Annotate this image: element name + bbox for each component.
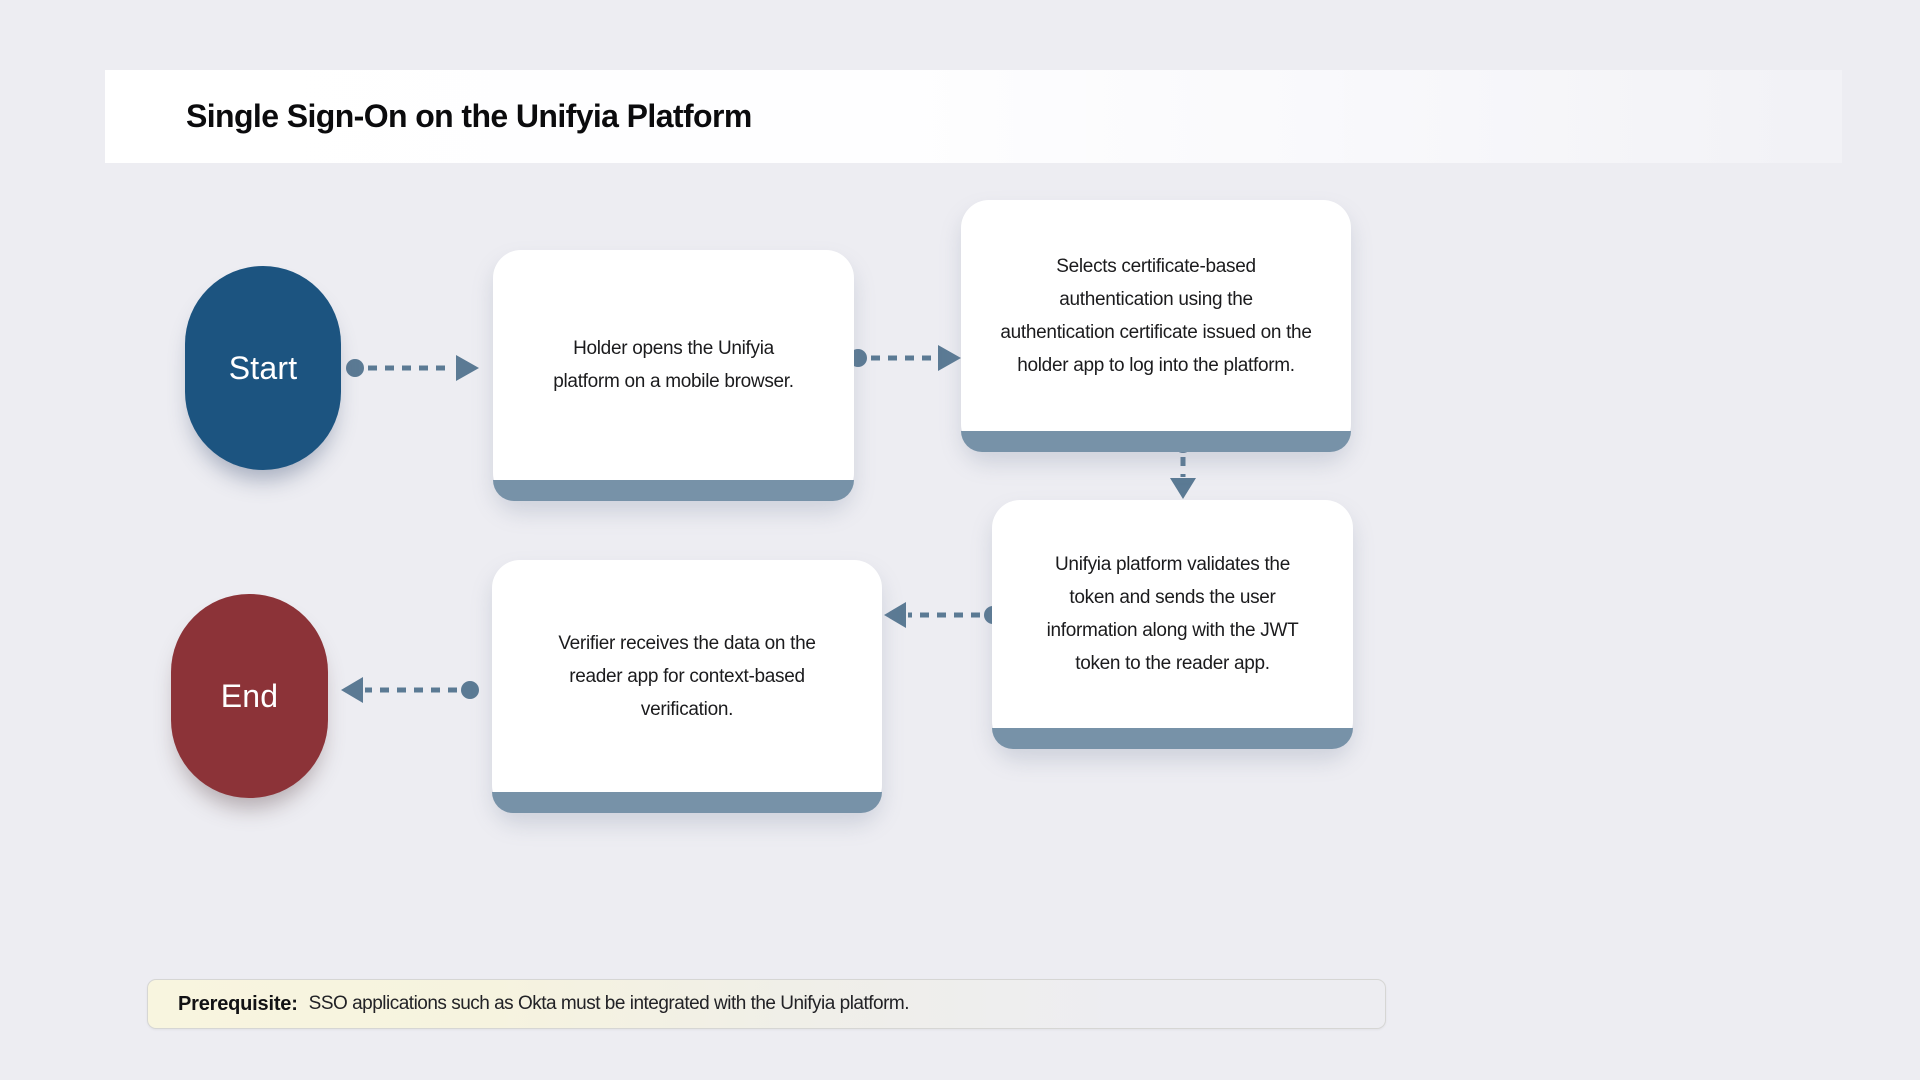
arrow-left-icon xyxy=(884,602,906,628)
step-card-1: Holder opens the Unifyia platform on a m… xyxy=(493,250,854,501)
card-footer-bar xyxy=(492,792,882,813)
card-footer-bar xyxy=(961,431,1351,452)
start-node-label: Start xyxy=(228,349,298,386)
step-text-line: platform on a mobile browser. xyxy=(553,371,794,392)
step-text-line: holder app to log into the platform. xyxy=(1017,354,1295,376)
prerequisite-note: Prerequisite: SSO applications such as O… xyxy=(147,979,1386,1029)
step-card-2: Selects certificate-based authentication… xyxy=(961,200,1351,452)
end-node-label: End xyxy=(220,677,279,714)
end-node: End xyxy=(171,594,328,798)
connector-step3-to-step4 xyxy=(884,602,1002,628)
card-footer-bar xyxy=(992,728,1353,749)
arrow-right-icon xyxy=(938,345,961,371)
step-text-line: verification. xyxy=(640,698,734,720)
step-text-line: Verifier receives the data on the xyxy=(558,632,816,654)
header-banner: Single Sign-On on the Unifyia Platform xyxy=(105,70,1842,163)
step-text-line: reader app for context-based xyxy=(569,665,805,687)
step-text-line: Selects certificate-based xyxy=(1056,255,1256,277)
card-footer-bar xyxy=(493,480,854,501)
step-text-line: authentication certificate issued on the xyxy=(1000,321,1312,343)
dot-icon xyxy=(461,681,479,699)
prerequisite-text: SSO applications such as Okta must be in… xyxy=(308,993,910,1014)
arrow-down-icon xyxy=(1170,478,1196,499)
step-text-line: authentication using the xyxy=(1059,288,1253,310)
step-text-line: information along with the JWT xyxy=(1046,620,1299,641)
step-card-3: Unifyia platform validates the token and… xyxy=(992,500,1353,749)
arrow-right-icon xyxy=(456,355,479,381)
connector-step4-to-end xyxy=(341,677,479,703)
start-node: Start xyxy=(185,266,341,470)
page-title: Single Sign-On on the Unifyia Platform xyxy=(186,98,752,134)
connector-start-to-step1 xyxy=(346,355,479,381)
step-text-line: token to the reader app. xyxy=(1075,653,1270,674)
step-text-line: Unifyia platform validates the xyxy=(1055,554,1290,575)
step-card-4: Verifier receives the data on the reader… xyxy=(492,560,882,813)
arrow-left-icon xyxy=(341,677,363,703)
dot-icon xyxy=(346,359,364,377)
step-text-line: Holder opens the Unifyia xyxy=(573,338,774,359)
connector-step1-to-step2 xyxy=(849,345,961,371)
step-text-line: token and sends the user xyxy=(1069,587,1276,608)
prerequisite-label: Prerequisite: xyxy=(178,992,298,1015)
